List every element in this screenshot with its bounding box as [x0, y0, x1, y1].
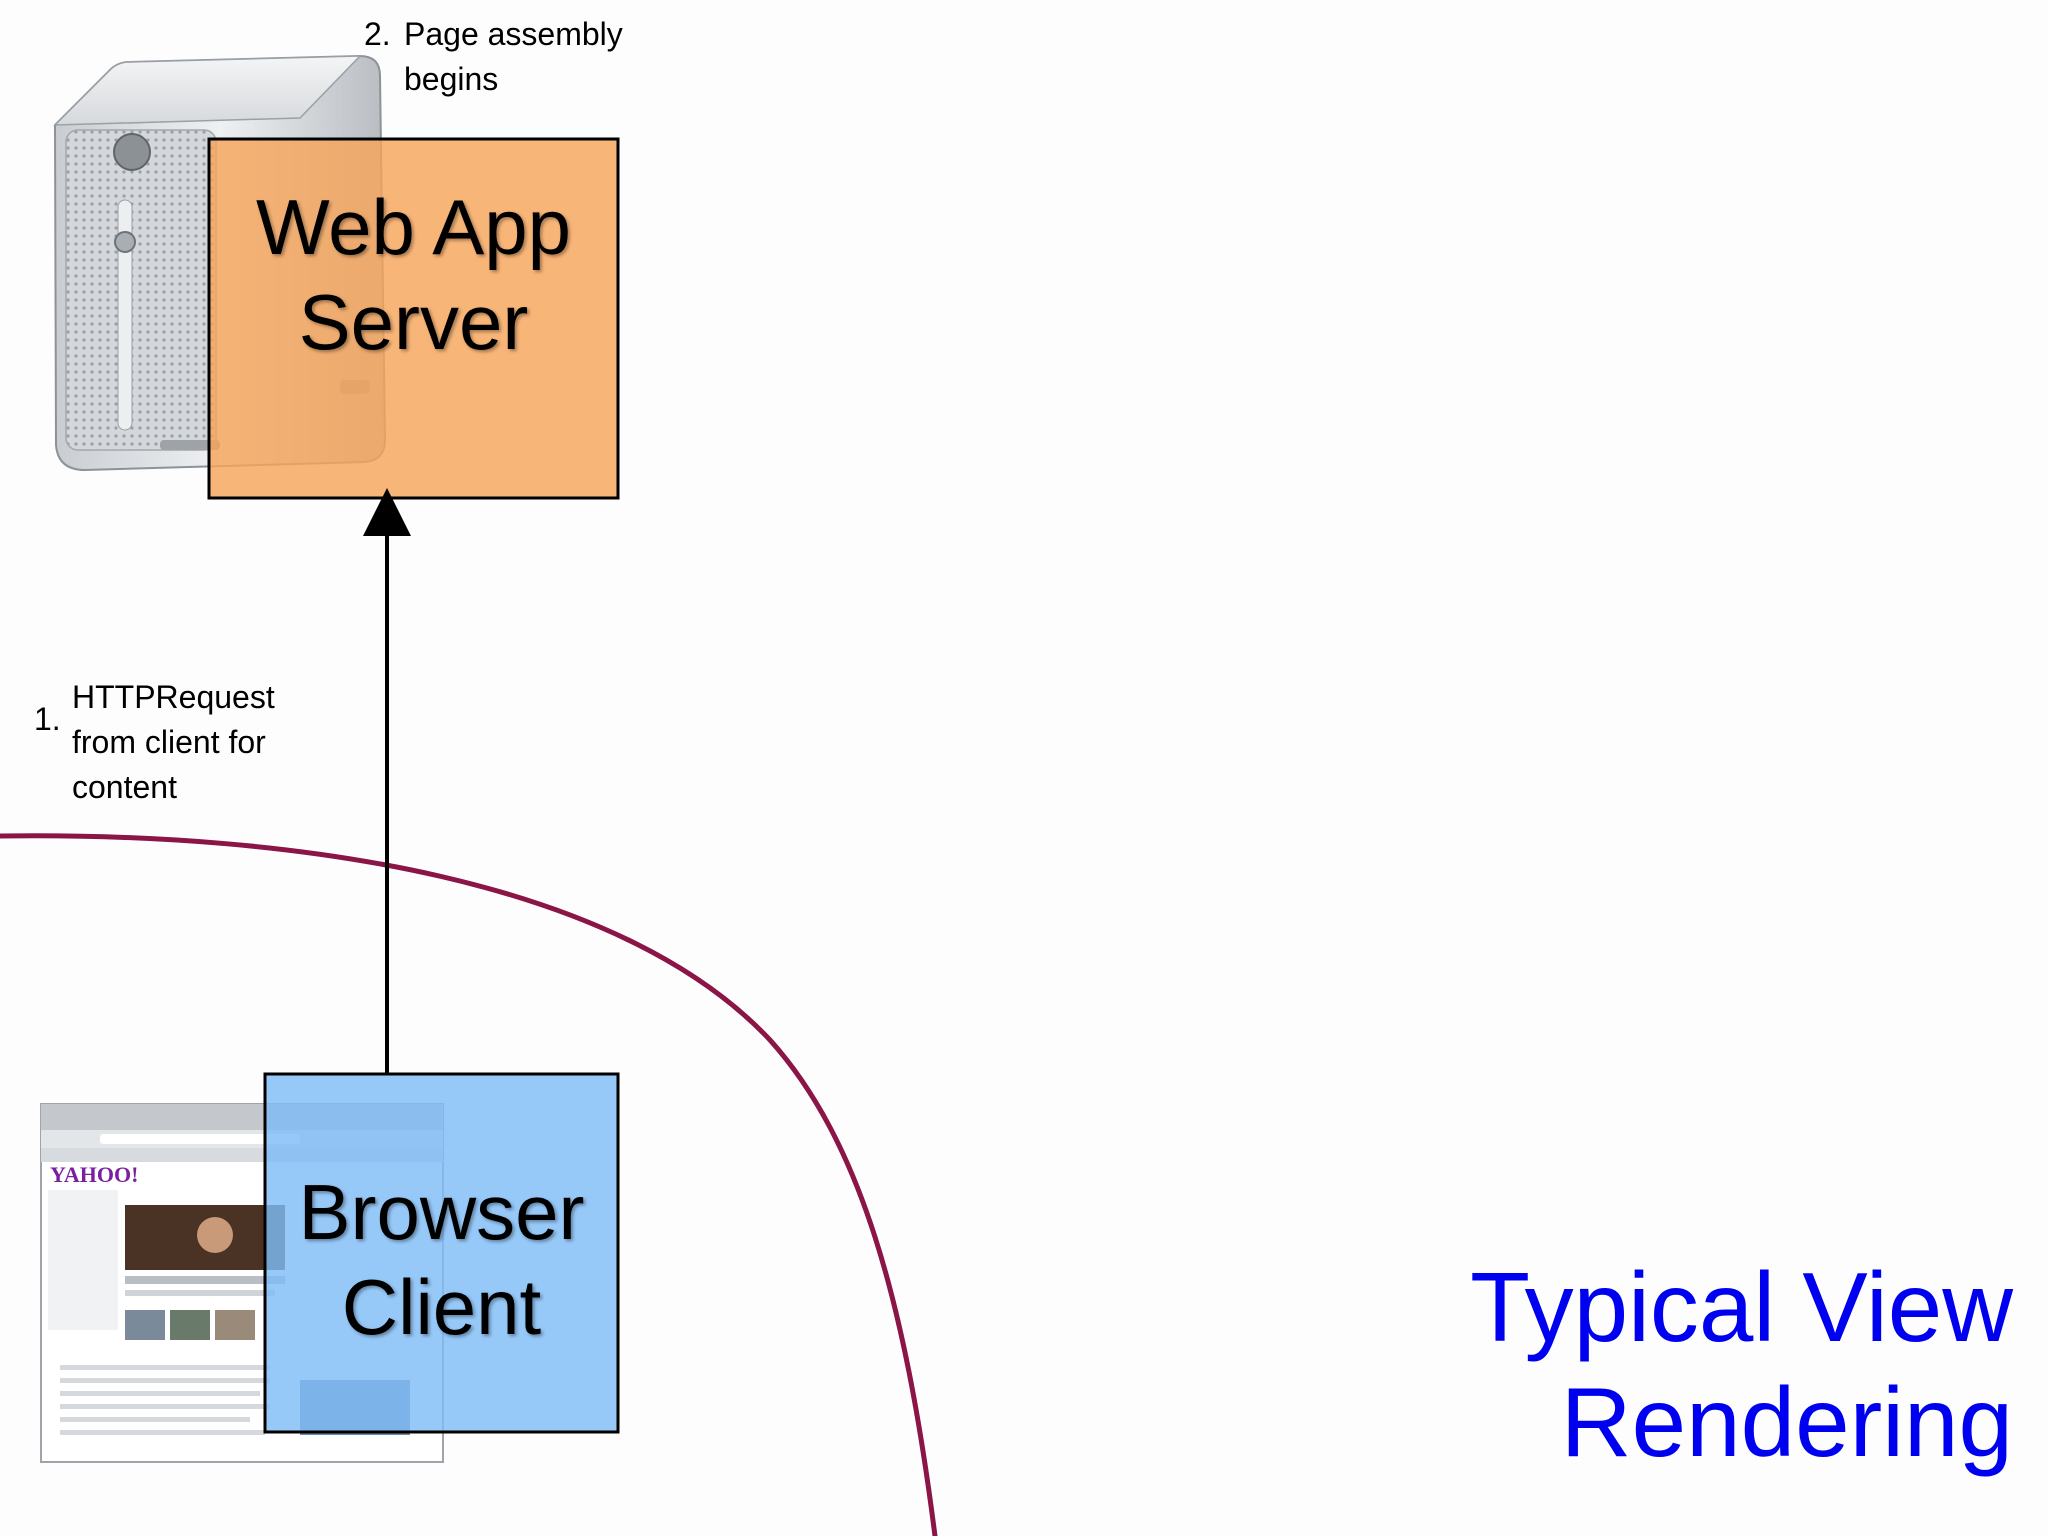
yahoo-logo: YAHOO!	[50, 1162, 138, 1187]
network-boundary-arc	[0, 833, 938, 1536]
step-1-text: HTTPRequest from client for content	[72, 675, 275, 810]
server-label: Web App Server	[209, 175, 618, 375]
server-box	[207, 137, 620, 500]
step-2-text: Page assembly begins	[404, 12, 623, 102]
slide-title-line2: Rendering	[1560, 1367, 2013, 1477]
slide-title: Typical View Rendering	[1470, 1250, 2013, 1480]
server-label-line2: Server	[298, 278, 529, 366]
slide-title-line1: Typical View	[1470, 1252, 2013, 1362]
client-label-line1: Browser	[298, 1168, 585, 1256]
step-2-line: begins	[404, 61, 499, 97]
client-box	[263, 1072, 620, 1434]
server-label-line1: Web App	[255, 183, 572, 271]
client-label-line2: Client	[341, 1263, 542, 1351]
client-label: Browser Client	[265, 1160, 618, 1360]
step-1-line: from client for	[72, 724, 266, 760]
step-2-number: 2.	[364, 16, 391, 52]
step-1-line: content	[72, 769, 177, 805]
step-1-number: 1.	[34, 701, 61, 737]
step-2-line: Page assembly	[404, 16, 623, 52]
step-1-line: HTTPRequest	[72, 679, 275, 715]
